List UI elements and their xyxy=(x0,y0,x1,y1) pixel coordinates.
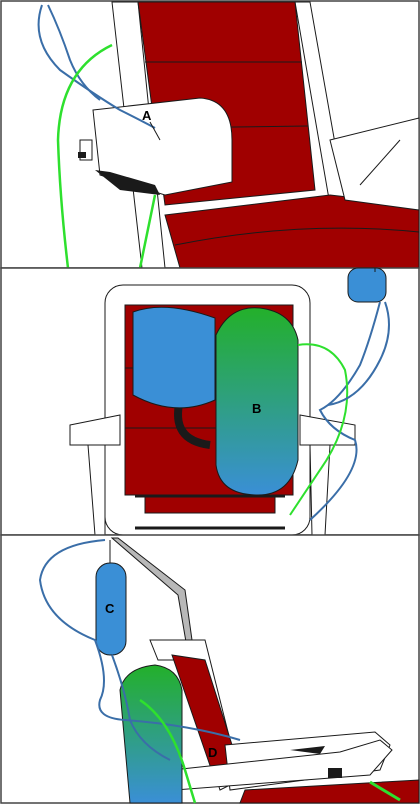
label-b: B xyxy=(252,401,261,416)
left-armrest xyxy=(69,414,121,446)
green-tube-1 xyxy=(56,43,113,269)
blue-tube-2 xyxy=(111,654,171,761)
panel-1: A xyxy=(0,0,420,269)
blue-tube-2 xyxy=(327,301,390,406)
panel-3: D C xyxy=(0,534,420,804)
green-tube xyxy=(289,343,349,516)
label-d: D xyxy=(208,745,217,760)
green-tube-end xyxy=(369,780,401,802)
armrest-clip-dark xyxy=(78,152,86,158)
bag-b xyxy=(215,307,299,496)
label-a-pointer xyxy=(149,121,161,141)
blue-bag xyxy=(132,306,216,409)
label-a: A xyxy=(142,108,152,123)
right-armrest-edge xyxy=(359,139,401,186)
blue-tube xyxy=(309,301,381,521)
right-armrest xyxy=(329,117,420,211)
blue-tube-2 xyxy=(47,4,101,101)
green-tube-2 xyxy=(138,194,157,269)
green-tube xyxy=(139,698,197,804)
blue-tube xyxy=(38,539,241,741)
hanging-bag xyxy=(347,267,387,303)
seat-cushion xyxy=(164,194,420,269)
label-c: C xyxy=(105,601,115,616)
bag-d xyxy=(119,664,183,804)
bag-c xyxy=(95,562,127,656)
armrest-dark xyxy=(328,768,342,778)
seat-front xyxy=(144,494,276,514)
left-armrest xyxy=(92,97,233,196)
right-armrest xyxy=(299,414,356,446)
panel-2: B xyxy=(0,267,420,536)
seat-dark-1 xyxy=(290,746,325,754)
armrest-shadow xyxy=(95,170,160,195)
seat-seam xyxy=(174,227,420,246)
